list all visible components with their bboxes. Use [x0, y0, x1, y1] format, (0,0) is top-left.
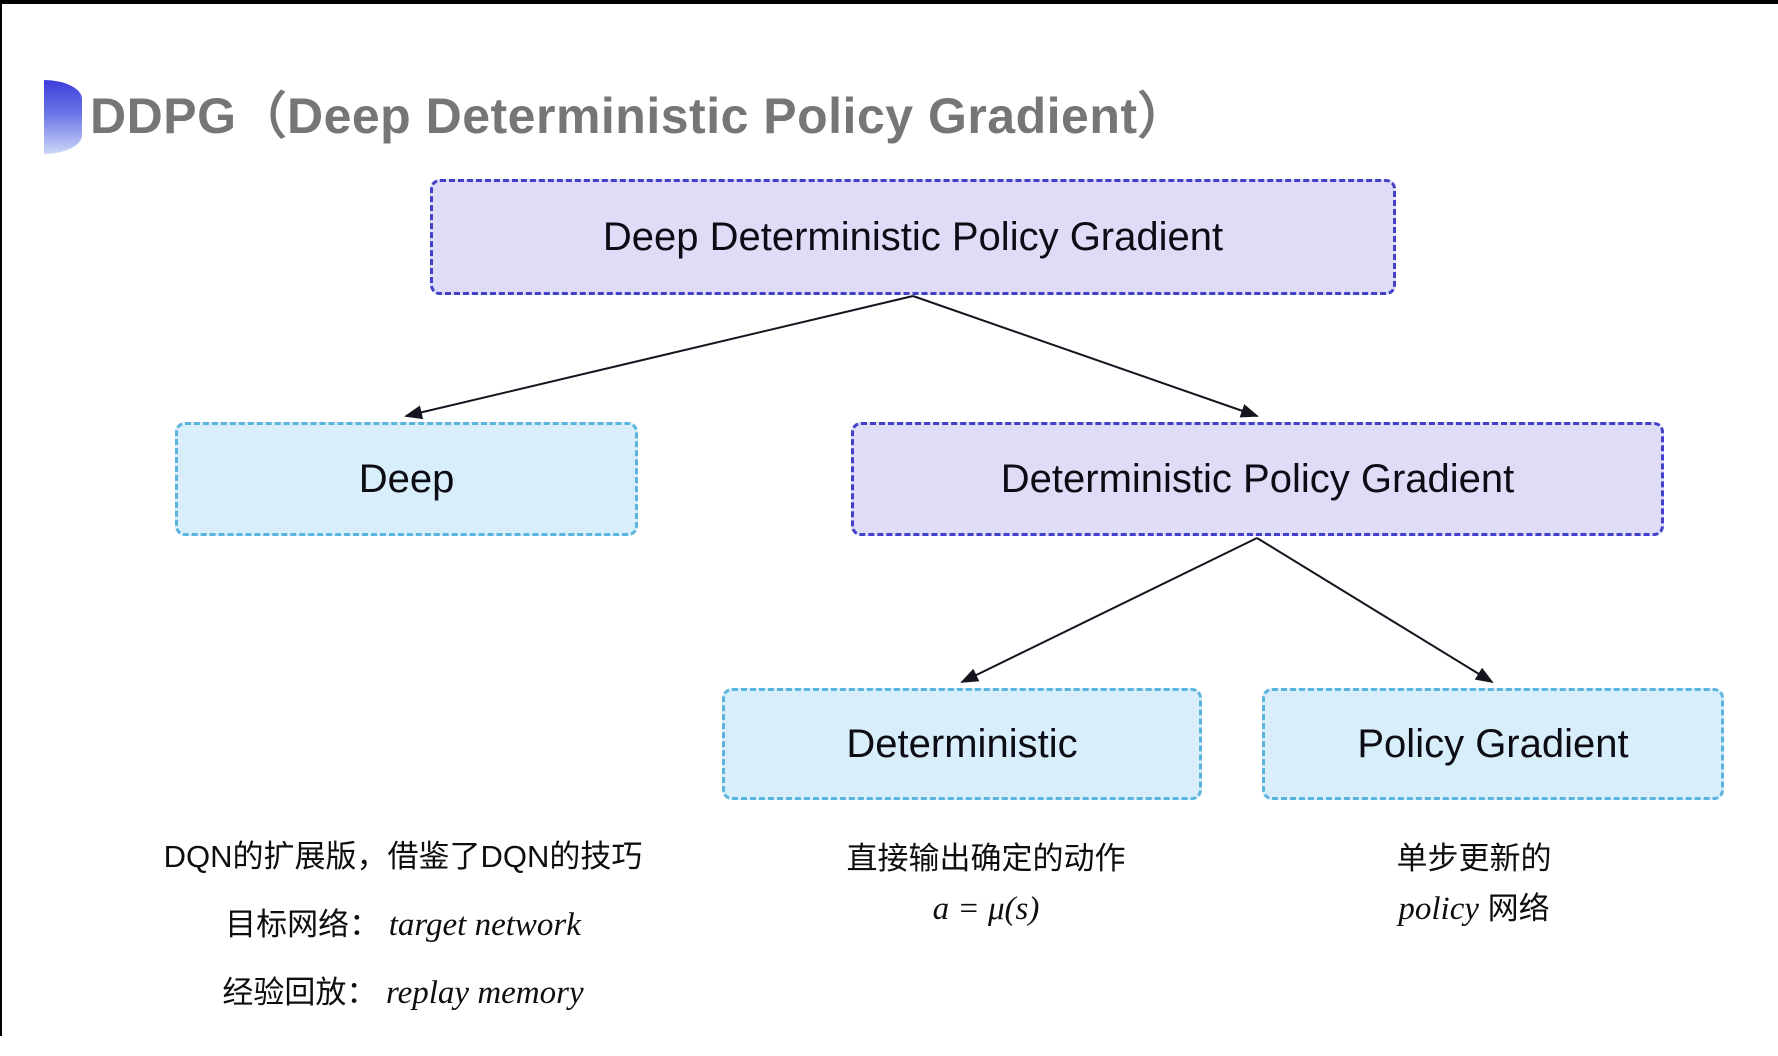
node-deterministic-policy-gradient: Deterministic Policy Gradient — [851, 422, 1664, 536]
note-deep-line3: 经验回放： replay memory — [120, 974, 686, 1012]
node-deep: Deep — [175, 422, 638, 536]
connector-root-dpg — [912, 295, 1259, 418]
top-edge-bar — [0, 0, 1778, 4]
note-deterministic-line1: 直接输出确定的动作 — [846, 841, 1126, 876]
node-label: Deep — [358, 456, 455, 501]
note-deep-line2-label: 目标网络： — [225, 907, 381, 942]
note-deep-line3-label: 经验回放： — [222, 975, 378, 1010]
note-deep-line2: 目标网络： target network — [120, 906, 686, 944]
note-deep-line2-value: target network — [388, 907, 581, 943]
note-policy-gradient-line2-italic: policy — [1398, 891, 1479, 927]
note-policy-gradient-line2: policy 网络 — [1254, 890, 1694, 928]
note-deep-line3-value: replay memory — [385, 975, 584, 1011]
left-edge-bar — [0, 0, 2, 1036]
node-policy-gradient: Policy Gradient — [1262, 688, 1724, 800]
note-policy-gradient-line2-rest: 网络 — [1479, 891, 1550, 926]
node-label: Deterministic — [846, 721, 1078, 766]
connector-dpg-policy-gradient — [1256, 537, 1494, 684]
note-deep-line1: DQN的扩展版，借鉴了DQN的技巧 — [163, 839, 643, 874]
note-deep: DQN的扩展版，借鉴了DQN的技巧 目标网络： target network 经… — [120, 838, 686, 1012]
connector-dpg-deterministic — [960, 537, 1258, 683]
note-deterministic-formula: a = μ(s) — [932, 891, 1040, 927]
node-label: Deterministic Policy Gradient — [1000, 456, 1515, 501]
node-label: Policy Gradient — [1357, 721, 1629, 766]
page-title: DDPG（Deep Deterministic Policy Gradient） — [90, 88, 1189, 144]
node-deep-deterministic-policy-gradient: Deep Deterministic Policy Gradient — [430, 179, 1396, 295]
node-deterministic: Deterministic — [722, 688, 1202, 800]
note-policy-gradient: 单步更新的 policy 网络 — [1254, 840, 1694, 928]
node-label: Deep Deterministic Policy Gradient — [602, 214, 1224, 259]
title-bullet-icon — [44, 80, 82, 154]
connector-root-deep — [404, 295, 914, 420]
note-deterministic: 直接输出确定的动作 a = μ(s) — [766, 840, 1206, 928]
note-policy-gradient-line1: 单步更新的 — [1396, 841, 1552, 876]
